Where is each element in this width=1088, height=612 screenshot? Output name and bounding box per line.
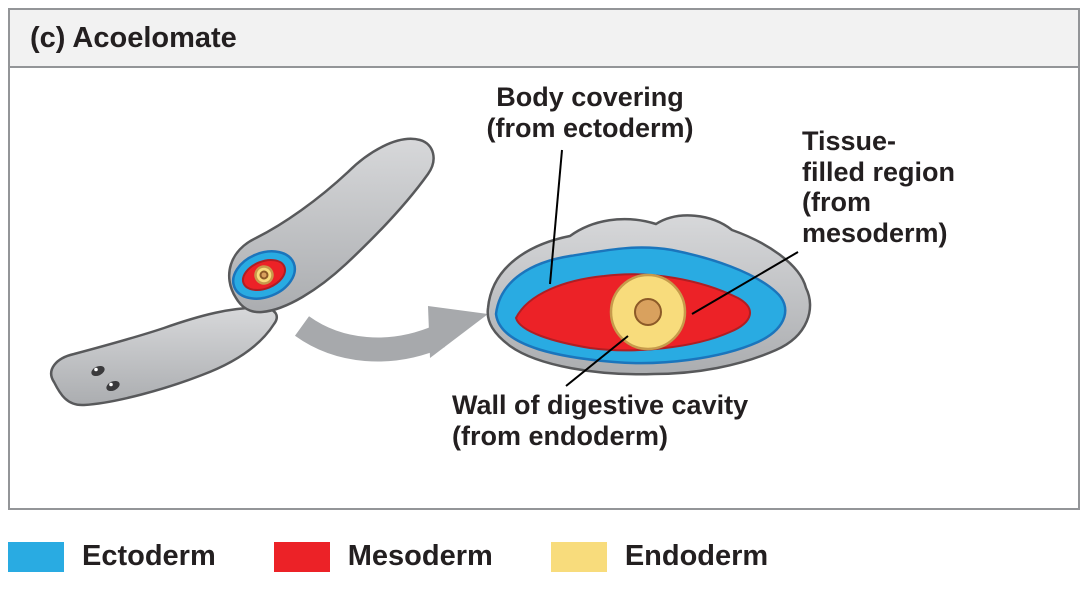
zoom-arrow: [294, 306, 488, 362]
legend-label-ectoderm: Ectoderm: [82, 540, 216, 572]
digestive-cavity: [634, 298, 662, 326]
ectoderm-swatch: [8, 541, 64, 572]
mesoderm-swatch: [273, 541, 330, 572]
tail-segment-illustration: [227, 137, 435, 314]
figure-box: (c) Acoelomate: [8, 8, 1080, 510]
eyespot-right-highlight: [109, 382, 113, 387]
acoelomate-diagram: [49, 137, 812, 407]
zoom-arrow-head: [428, 306, 488, 358]
pointer-line-tissue-filled: [691, 251, 799, 315]
tail-digestive-cavity: [259, 270, 269, 280]
cross-section-enlarged: [486, 214, 812, 376]
flatworm-illustration: [49, 306, 278, 407]
tail-cross-section: [231, 250, 297, 300]
pointer-line-wall-digestive: [565, 335, 629, 387]
endoderm-swatch: [550, 541, 607, 572]
legend-label-endoderm: Endoderm: [624, 540, 769, 572]
legend: Ectoderm Mesoderm Endoderm: [8, 540, 768, 573]
legend-label-mesoderm: Mesoderm: [347, 540, 493, 572]
legend-item-ectoderm: Ectoderm: [8, 540, 216, 573]
figure-title-bar: (c) Acoelomate: [10, 10, 1078, 68]
eyespot-left-highlight: [94, 367, 98, 372]
label-body-covering: Body covering (from ectoderm): [486, 82, 694, 143]
flatworm-body: [49, 306, 278, 407]
legend-item-mesoderm: Mesoderm: [273, 540, 493, 573]
figure-content: Body covering (from ectoderm) Tissue- fi…: [10, 68, 1078, 506]
legend-item-endoderm: Endoderm: [550, 540, 769, 573]
zoom-arrow-shaft: [294, 316, 445, 362]
label-tissue-filled-region: Tissue- filled region (from mesoderm): [802, 126, 956, 248]
label-wall-digestive-cavity: Wall of digestive cavity (from endoderm): [452, 390, 749, 451]
pointer-line-body-covering: [549, 149, 563, 285]
figure-title: (c) Acoelomate: [30, 21, 237, 54]
